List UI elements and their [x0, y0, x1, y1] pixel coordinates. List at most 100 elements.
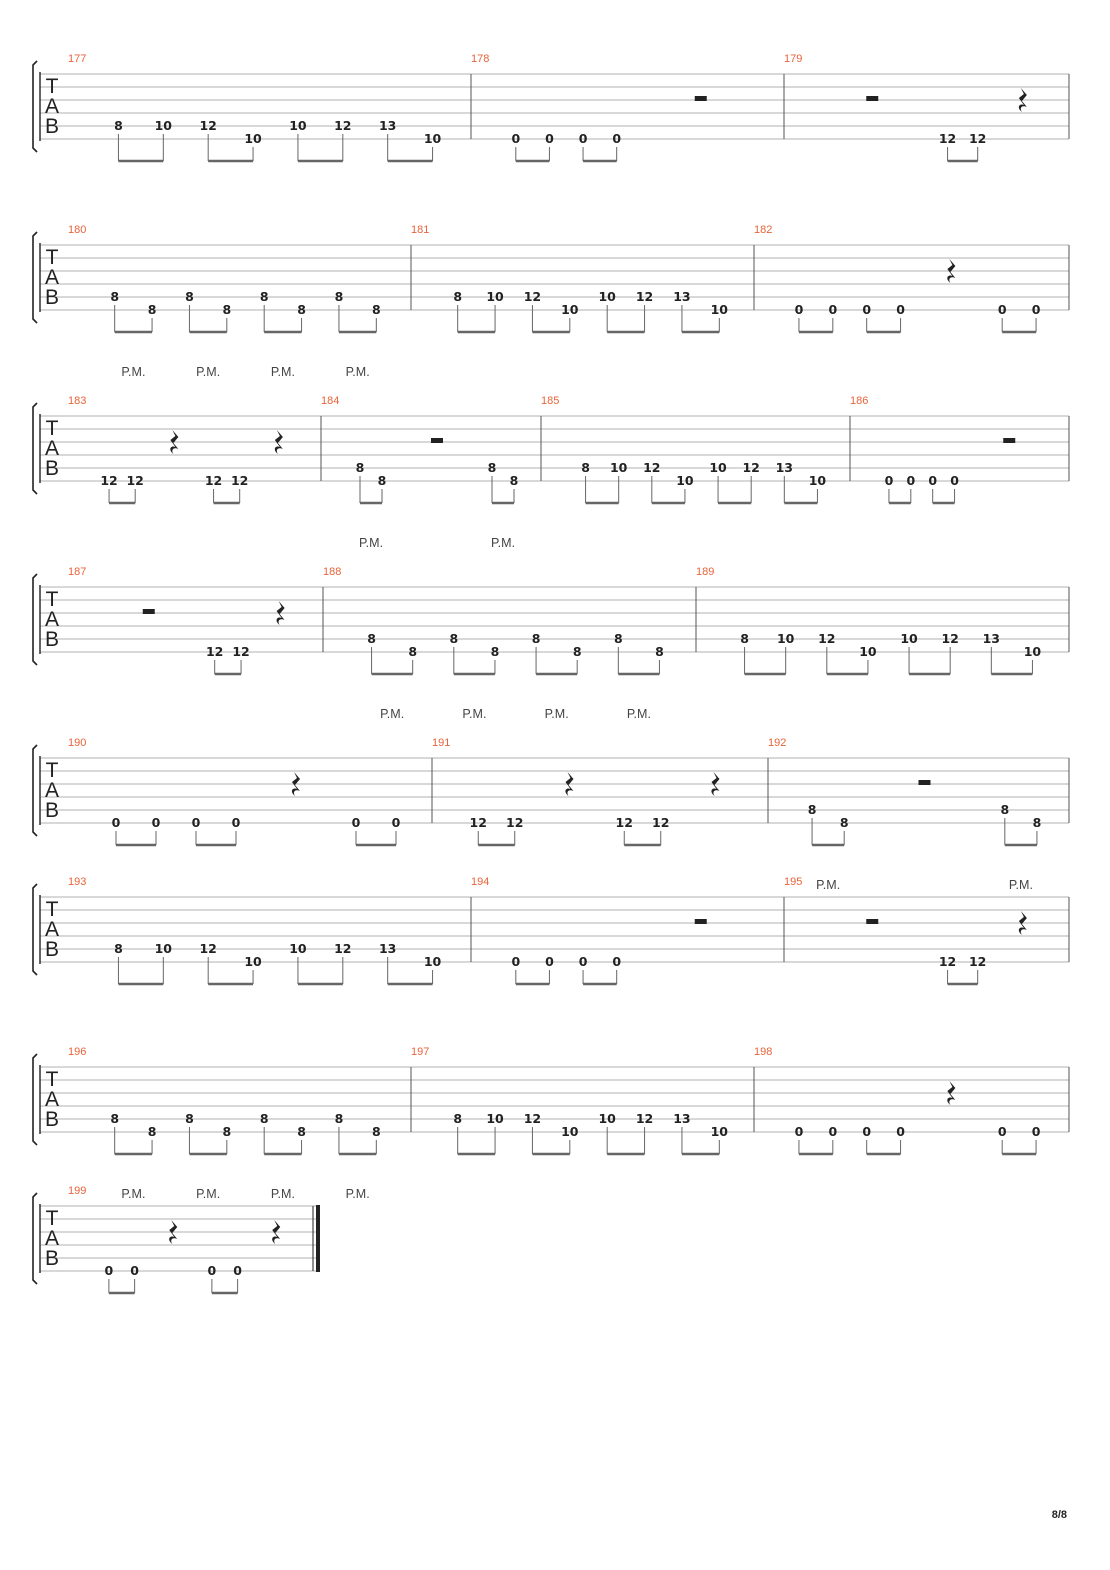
fret-number: 10 — [244, 131, 262, 146]
fret-number: 0 — [1032, 302, 1041, 317]
fret-number: 12 — [941, 631, 958, 646]
fret-number: 10 — [711, 1124, 729, 1139]
fret-number: 12 — [334, 118, 351, 133]
fret-number: 12 — [199, 118, 216, 133]
measure-number: 181 — [411, 224, 429, 236]
quarter-rest-icon — [1018, 911, 1027, 935]
fret-number: 10 — [424, 954, 442, 969]
measure-number: 178 — [471, 53, 489, 65]
fret-number: 0 — [928, 473, 937, 488]
fret-number: 13 — [673, 289, 690, 304]
fret-number: 12 — [969, 131, 986, 146]
fret-number: 12 — [524, 1111, 541, 1126]
fret-number: 8 — [488, 460, 497, 475]
fret-number: 13 — [379, 941, 396, 956]
fret-number: 0 — [392, 815, 401, 830]
fret-number: 8 — [453, 289, 462, 304]
tab-clef-letter: B — [45, 457, 59, 480]
fret-number: 8 — [808, 802, 817, 817]
palm-mute-label: P.M. — [196, 1187, 220, 1201]
fret-number: 13 — [983, 631, 1000, 646]
measure-number: 188 — [323, 566, 341, 578]
half-rest-icon — [866, 96, 879, 101]
system-bracket — [32, 231, 38, 324]
quarter-rest-icon — [1018, 88, 1027, 112]
fret-number: 10 — [900, 631, 918, 646]
fret-number: 8 — [1033, 815, 1042, 830]
system-bracket — [32, 402, 38, 495]
fret-number: 8 — [655, 644, 664, 659]
fret-number: 0 — [112, 815, 121, 830]
measure-number: 183 — [68, 395, 86, 407]
fret-number: 10 — [598, 289, 616, 304]
measure-number: 191 — [432, 737, 450, 749]
fret-number: 0 — [998, 1124, 1007, 1139]
fret-number: 12 — [199, 941, 216, 956]
fret-number: 10 — [155, 941, 173, 956]
half-rest-icon — [142, 609, 155, 614]
tab-clef-letter: A — [45, 918, 59, 941]
fret-number: 12 — [100, 473, 117, 488]
half-rest-icon — [1003, 438, 1016, 443]
fret-number: 0 — [795, 302, 804, 317]
tab-clef-letter: B — [45, 286, 59, 309]
fret-number: 0 — [862, 302, 871, 317]
tab-clef-letter: T — [46, 588, 59, 611]
fret-number: 0 — [612, 131, 621, 146]
fret-number: 8 — [335, 289, 344, 304]
fret-number: 8 — [297, 1124, 306, 1139]
fret-number: 8 — [1000, 802, 1009, 817]
fret-number: 0 — [896, 302, 905, 317]
fret-number: 0 — [105, 1263, 114, 1278]
fret-number: 8 — [510, 473, 519, 488]
tab-clef-letter: T — [46, 246, 59, 269]
tab-clef-letter: B — [45, 628, 59, 651]
fret-number: 10 — [289, 941, 307, 956]
palm-mute-label: P.M. — [462, 707, 486, 721]
fret-number: 10 — [809, 473, 827, 488]
fret-number: 0 — [130, 1263, 139, 1278]
fret-number: 8 — [148, 302, 157, 317]
quarter-rest-icon — [272, 1220, 281, 1244]
fret-number: 12 — [939, 131, 956, 146]
fret-number: 8 — [222, 1124, 231, 1139]
page-number: 8/8 — [1051, 1509, 1067, 1521]
tab-clef-letter: A — [45, 608, 59, 631]
tab-clef-letter: T — [46, 759, 59, 782]
system-bracket — [32, 1053, 38, 1146]
fret-number: 10 — [424, 131, 442, 146]
quarter-rest-icon — [711, 772, 720, 796]
fret-number: 8 — [491, 644, 500, 659]
fret-number: 8 — [114, 941, 123, 956]
fret-number: 8 — [573, 644, 582, 659]
fret-number: 13 — [776, 460, 793, 475]
fret-number: 10 — [709, 460, 727, 475]
measure-number: 195 — [784, 876, 802, 888]
fret-number: 10 — [1024, 644, 1042, 659]
measure-number: 186 — [850, 395, 868, 407]
fret-number: 10 — [561, 302, 579, 317]
half-rest-icon — [431, 438, 443, 443]
fret-number: 13 — [673, 1111, 690, 1126]
half-rest-icon — [866, 919, 879, 924]
fret-number: 12 — [818, 631, 835, 646]
fret-number: 10 — [598, 1111, 616, 1126]
fret-number: 8 — [449, 631, 458, 646]
fret-number: 0 — [1032, 1124, 1041, 1139]
fret-number: 0 — [511, 131, 520, 146]
measure-number: 190 — [68, 737, 86, 749]
measure-number: 179 — [784, 53, 802, 65]
fret-number: 0 — [511, 954, 520, 969]
tab-clef-letter: B — [45, 115, 59, 138]
fret-number: 8 — [367, 631, 376, 646]
palm-mute-label: P.M. — [545, 707, 569, 721]
fret-number: 8 — [335, 1111, 344, 1126]
measure-number: 177 — [68, 53, 86, 65]
fret-number: 10 — [610, 460, 628, 475]
palm-mute-label: P.M. — [359, 536, 383, 550]
fret-number: 0 — [828, 1124, 837, 1139]
fret-number: 0 — [352, 815, 361, 830]
fret-number: 10 — [676, 473, 694, 488]
fret-number: 8 — [840, 815, 849, 830]
fret-number: 10 — [859, 644, 877, 659]
